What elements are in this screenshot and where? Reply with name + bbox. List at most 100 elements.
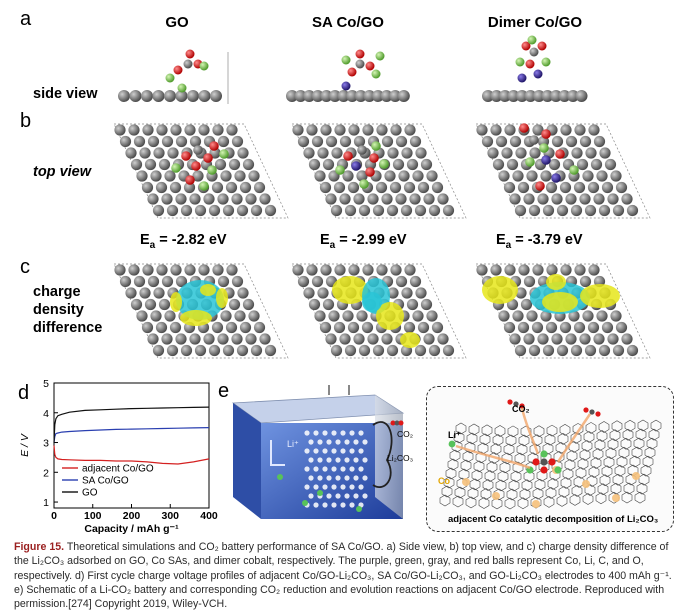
- graphene-hexagon: [609, 429, 621, 442]
- c-atom: [208, 204, 221, 217]
- c-atom: [144, 298, 157, 311]
- c-atom: [560, 124, 572, 136]
- c-atom: [615, 321, 628, 334]
- c-atom: [517, 181, 530, 194]
- graphene-hexagon: [633, 437, 645, 450]
- graphene-hexagon: [517, 497, 529, 510]
- li-atom: [525, 157, 535, 167]
- li-atom: [371, 69, 381, 79]
- c-atom: [250, 204, 263, 217]
- graphene-hexagon: [443, 476, 455, 489]
- c-atom: [294, 90, 307, 102]
- graphene-hexagon: [516, 443, 528, 456]
- graphene-hexagon: [505, 434, 517, 447]
- cathode-pore: [340, 430, 346, 436]
- unit-cell-outline: [475, 263, 651, 359]
- c-atom: [353, 135, 366, 148]
- c-atom: [403, 321, 416, 334]
- c-atom: [212, 124, 224, 136]
- c-atom: [128, 124, 140, 136]
- graphene-hexagon: [507, 425, 519, 438]
- cathode-pore: [304, 448, 310, 454]
- c-atom: [570, 344, 583, 357]
- y-tick-label: 4: [43, 408, 49, 420]
- c-atom: [198, 124, 210, 136]
- c-atom: [334, 264, 346, 276]
- graphene-hexagon: [453, 431, 465, 444]
- c-atom: [184, 124, 196, 136]
- c-atom: [476, 264, 488, 276]
- c-atom: [482, 90, 494, 102]
- c-atom: [565, 333, 577, 345]
- li-atom: [527, 35, 537, 45]
- top-view-dimer-co: [475, 123, 651, 219]
- c-atom: [136, 170, 148, 182]
- c-atom: [114, 124, 126, 136]
- c-atom: [129, 90, 142, 102]
- graphene-hexagon: [642, 455, 654, 468]
- c-atom: [394, 420, 400, 426]
- c-atom: [141, 321, 154, 334]
- c-atom: [381, 193, 393, 205]
- graphene-hexagon: [471, 469, 483, 482]
- c-atom: [568, 310, 580, 322]
- c-atom: [550, 90, 562, 102]
- co-atom: [462, 478, 470, 486]
- ion-path-arrow: [270, 440, 285, 466]
- c-atom: [189, 193, 201, 205]
- c-atom: [386, 344, 399, 357]
- c-atom: [155, 321, 168, 334]
- c-atom: [523, 333, 535, 345]
- c-atom: [167, 147, 179, 159]
- row-label-difference: difference: [33, 320, 103, 336]
- c-atom: [503, 321, 516, 334]
- charge-density-dimer-co: [475, 263, 651, 359]
- cathode-pore: [340, 448, 346, 454]
- cathode-pore: [335, 439, 341, 445]
- c-atom: [250, 344, 263, 357]
- graphene-hexagon: [504, 497, 516, 510]
- c-atom: [187, 90, 199, 102]
- c-atom: [512, 170, 524, 182]
- c-atom: [220, 170, 232, 182]
- c-atom: [325, 193, 337, 205]
- c-atom: [226, 124, 238, 136]
- li-atom: [359, 179, 369, 189]
- c-atom: [621, 333, 633, 345]
- c-atom: [119, 275, 132, 288]
- c-atom: [389, 90, 402, 102]
- c-atom: [348, 264, 360, 276]
- c-atom: [357, 145, 367, 155]
- graphene-hexagon: [621, 491, 633, 504]
- c-atom: [225, 181, 238, 194]
- c-atom: [297, 275, 310, 288]
- co-atom: [517, 73, 527, 83]
- graphene-hexagon: [480, 488, 492, 500]
- c-atom: [333, 181, 346, 194]
- c-atom: [551, 193, 563, 205]
- li-atom: [539, 143, 549, 153]
- c-atom: [292, 264, 304, 276]
- o-atom: [355, 49, 365, 59]
- c-atom: [259, 193, 271, 205]
- graphene-hexagon: [614, 464, 626, 477]
- adsorbate-dimer-top: [519, 123, 579, 191]
- graphene-hexagon: [648, 428, 660, 441]
- graphene-hexagon: [458, 468, 470, 481]
- o-atom: [537, 41, 547, 51]
- c-atom: [330, 344, 343, 357]
- c-atom: [125, 287, 137, 299]
- row-label-top-view: top view: [33, 164, 92, 180]
- cathode-pore: [362, 457, 368, 463]
- graphene-hexagon: [618, 446, 630, 459]
- graphene-hexagon: [605, 447, 617, 460]
- c-atom: [420, 298, 433, 311]
- cathode-pore: [331, 466, 337, 472]
- graphene-hexagon: [620, 437, 632, 450]
- c-atom: [156, 124, 168, 136]
- graphene-hexagon: [473, 460, 485, 473]
- graphene-hexagon: [503, 443, 515, 456]
- legend-label: GO: [82, 488, 98, 499]
- charge-accumulation-lobe: [332, 276, 368, 304]
- graphene-hexagon: [449, 449, 461, 462]
